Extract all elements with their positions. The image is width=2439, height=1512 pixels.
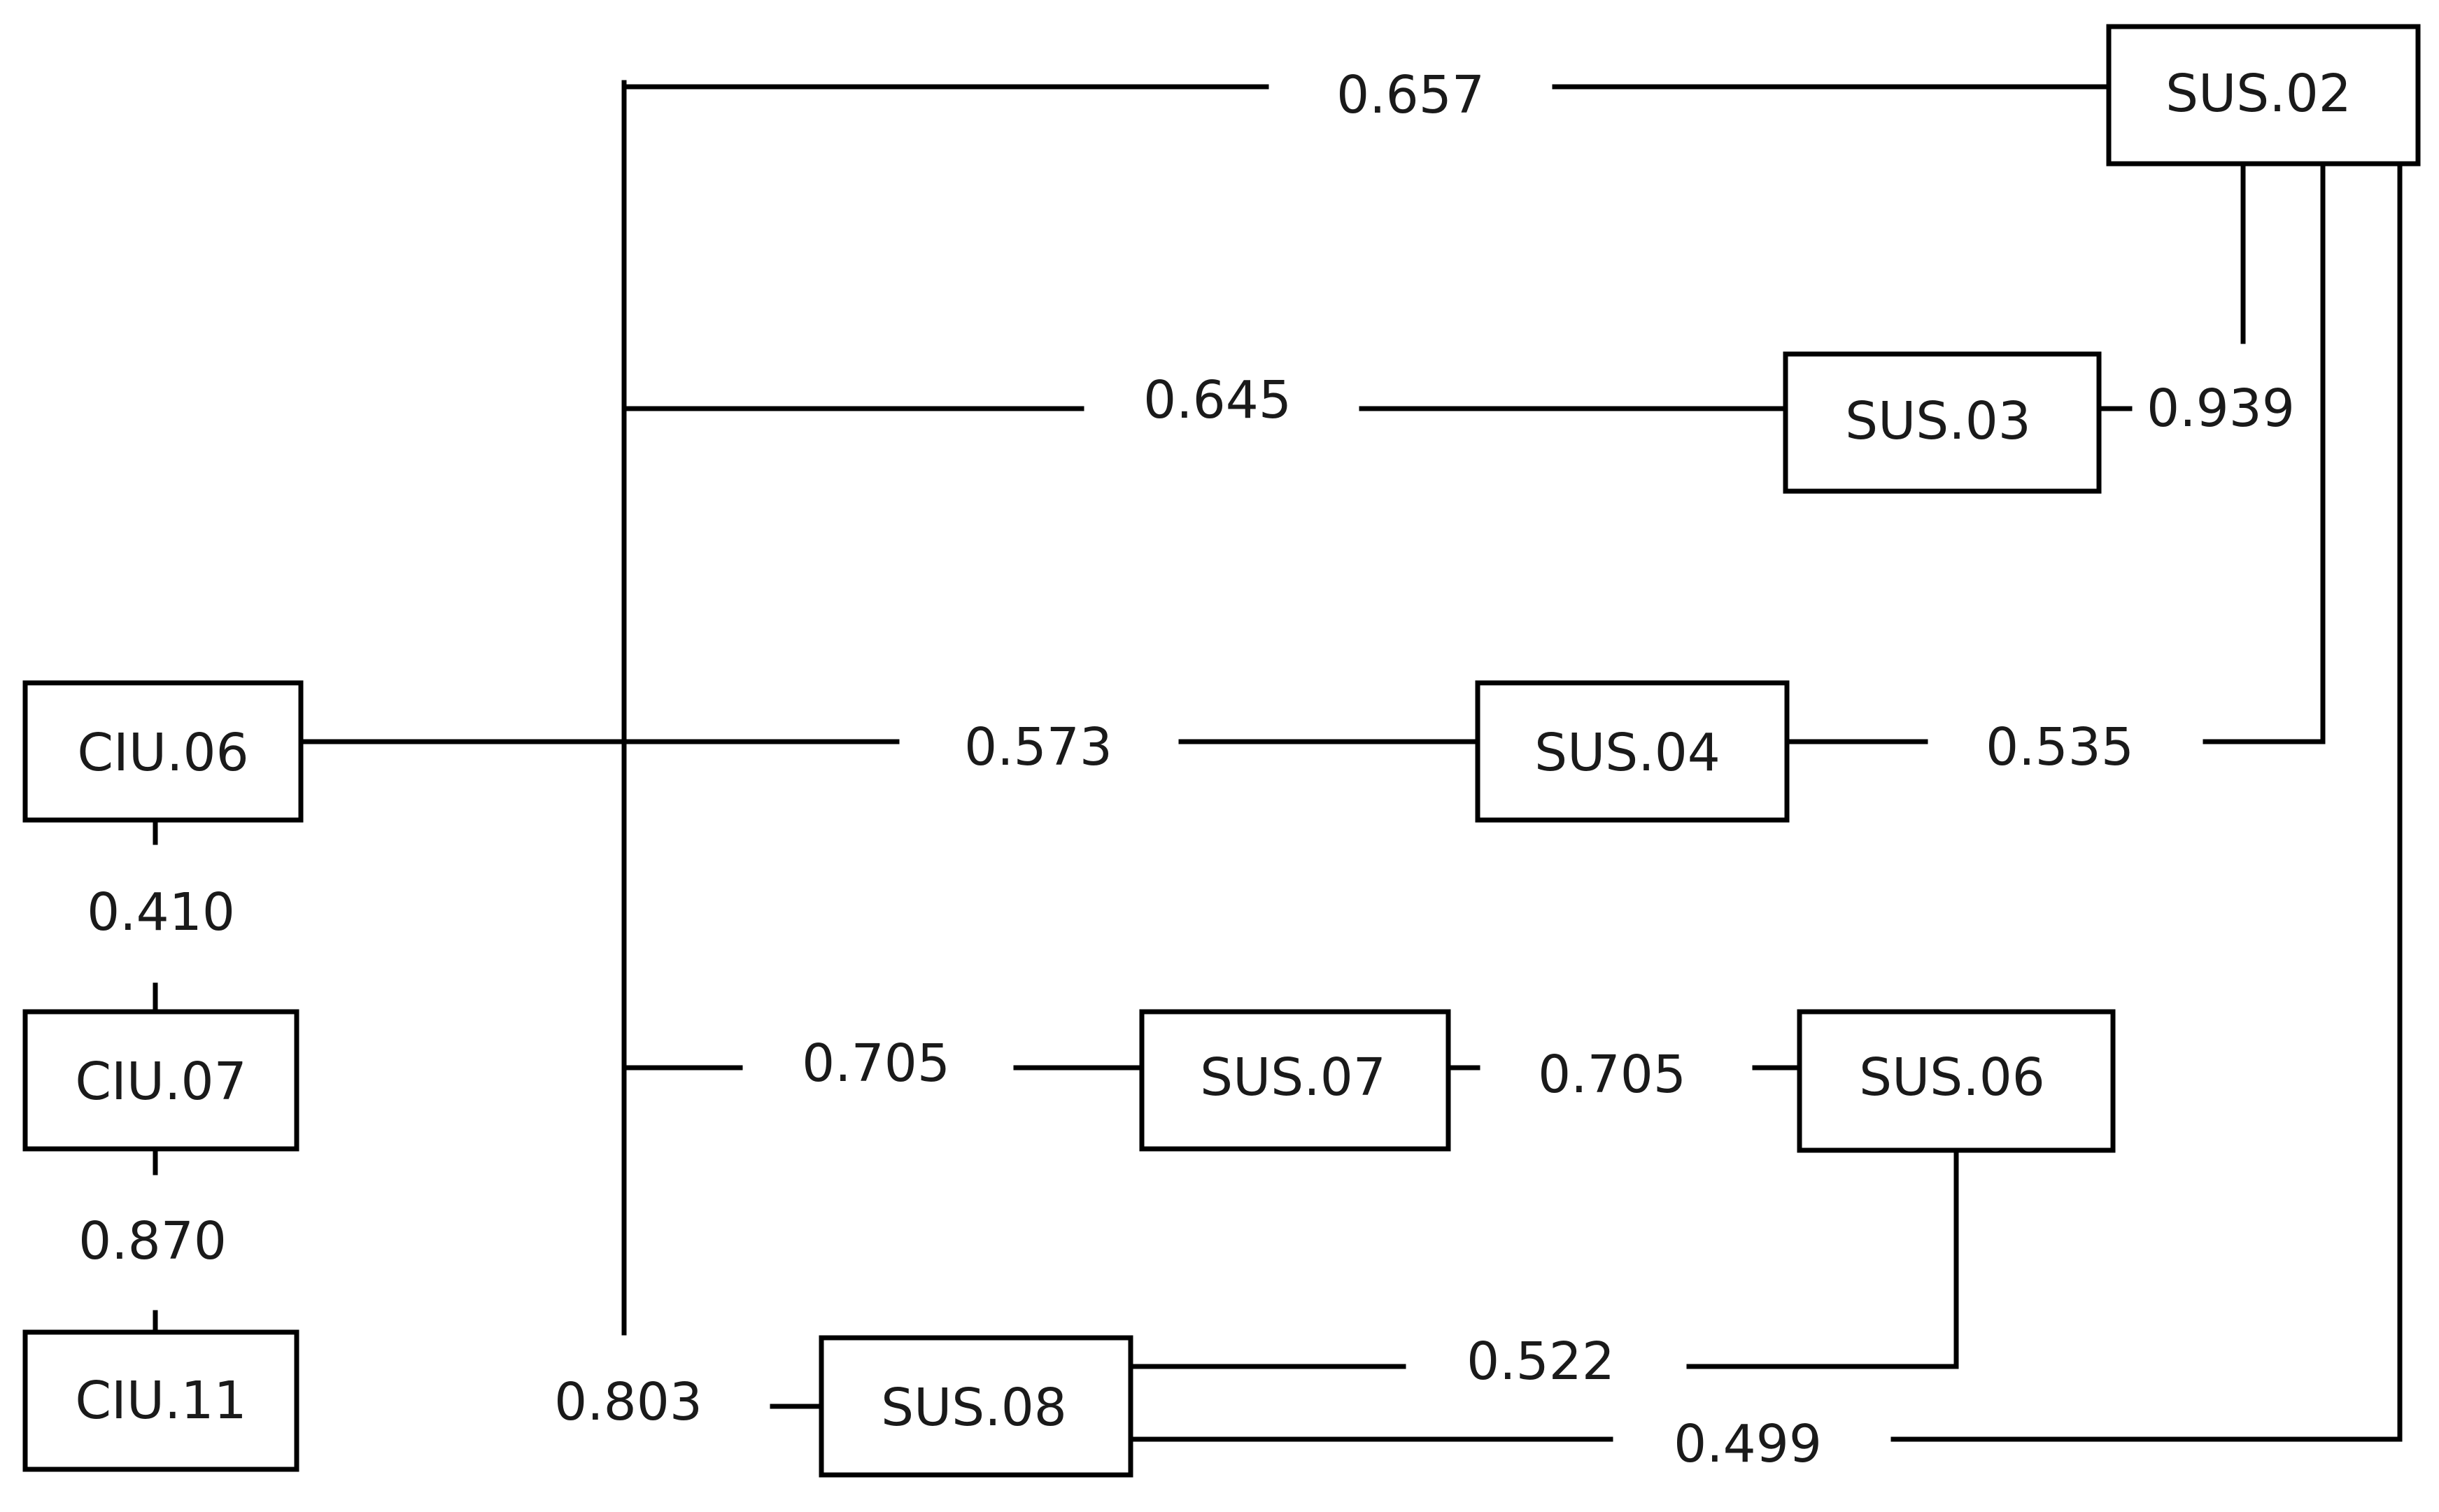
node-sus08: SUS.08 (819, 1335, 1133, 1478)
node-sus08-label: SUS.08 (881, 1378, 1067, 1438)
node-sus02: SUS.02 (2106, 24, 2421, 167)
node-ciu06-label: CIU.06 (77, 723, 248, 783)
node-ciu07-label: CIU.07 (75, 1052, 246, 1112)
edge-label-hub-sus02: 0.657 (1336, 65, 1485, 125)
edge-label-ciu07-ciu11: 0.870 (78, 1211, 227, 1271)
node-sus06-label: SUS.06 (1859, 1047, 2045, 1108)
edge-label-sus04-sus02: 0.535 (1986, 717, 2134, 777)
node-ciu06: CIU.06 (22, 680, 304, 823)
node-sus02-label: SUS.02 (2165, 64, 2352, 124)
edge-label-ciu06-sus04: 0.573 (964, 717, 1112, 777)
node-sus03-label: SUS.03 (1845, 391, 2031, 451)
node-sus04: SUS.04 (1475, 680, 1790, 823)
edge-label-sus02-sus03: 0.939 (2147, 379, 2295, 439)
edge-label-hub-sus08: 0.803 (554, 1372, 702, 1432)
node-ciu07: CIU.07 (22, 1009, 299, 1152)
line-sus08-sus02-b (1890, 162, 2403, 1442)
node-sus03: SUS.03 (1783, 351, 2102, 494)
edge-label-sus08-sus06: 0.522 (1466, 1331, 1615, 1392)
edge-labels: 0.657 0.645 0.939 0.573 0.535 0.410 0.70… (78, 65, 2295, 1474)
node-ciu11-label: CIU.11 (75, 1371, 246, 1431)
edge-label-hub-sus07: 0.705 (802, 1033, 950, 1094)
edge-label-ciu06-ciu07: 0.410 (87, 882, 235, 942)
node-sus07: SUS.07 (1139, 1009, 1451, 1152)
line-sus04-sus02-b (2203, 162, 2326, 744)
node-sus04-label: SUS.04 (1534, 723, 1720, 783)
node-ciu11: CIU.11 (22, 1329, 299, 1472)
line-sus06-sus08-a (1686, 1150, 1959, 1369)
node-sus07-label: SUS.07 (1200, 1047, 1386, 1108)
edge-label-sus08-sus02: 0.499 (1674, 1414, 1822, 1474)
edge-label-hub-sus03: 0.645 (1143, 370, 1292, 430)
connector-lines (153, 80, 2403, 1442)
node-sus06: SUS.06 (1797, 1009, 2116, 1153)
edge-label-sus07-sus06: 0.705 (1538, 1045, 1686, 1105)
